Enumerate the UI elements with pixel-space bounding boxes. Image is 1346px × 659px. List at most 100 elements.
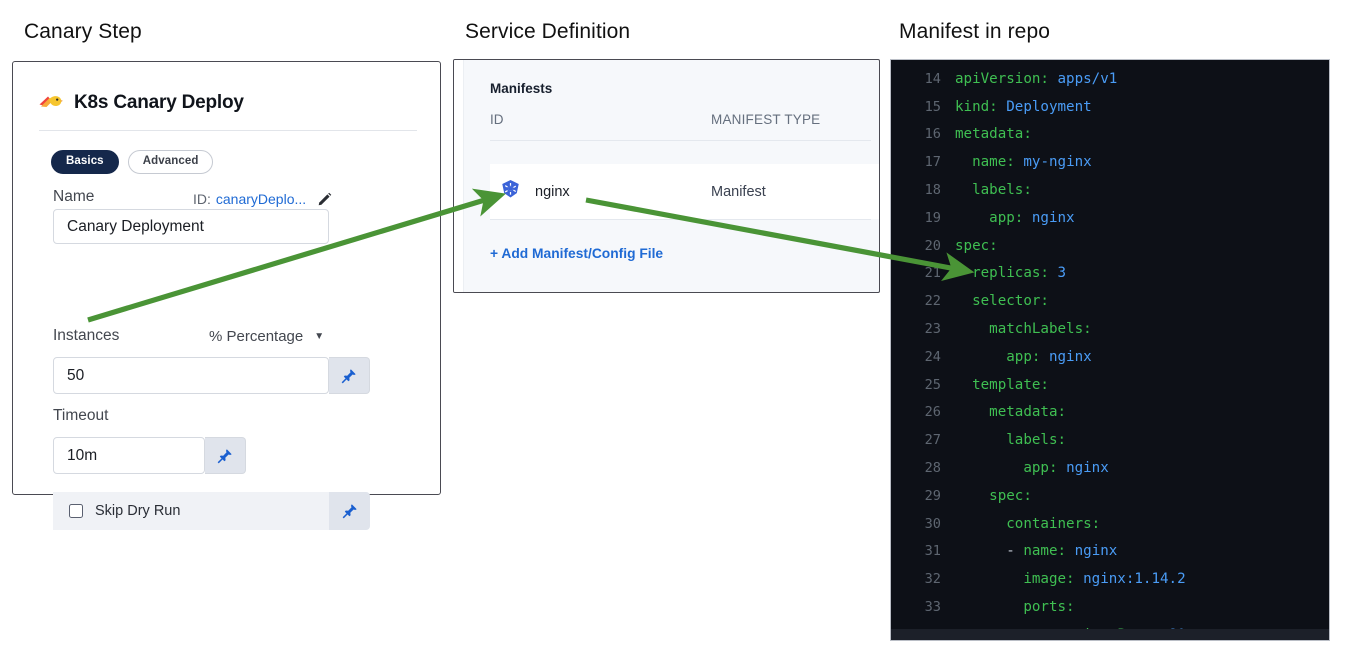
yaml-value: nginx	[1031, 209, 1075, 226]
yaml-key: spec:	[989, 487, 1032, 504]
caption-manifest-in-repo: Manifest in repo	[899, 20, 1051, 43]
name-label: Name	[53, 188, 95, 205]
yaml-key: name:	[972, 154, 1015, 171]
skip-dry-run-pin-button[interactable]	[329, 492, 370, 530]
code-text: spec:	[955, 238, 998, 254]
add-manifest-config-file-link[interactable]: + Add Manifest/Config File	[490, 246, 664, 261]
instances-label-row: Instances	[53, 327, 119, 345]
pin-icon	[217, 448, 232, 463]
caption-canary-step: Canary Step	[24, 20, 142, 43]
instances-input[interactable]: 50	[53, 357, 329, 394]
line-number: 22	[924, 293, 941, 310]
yaml-key: containers:	[1006, 515, 1101, 532]
code-line: 20 spec:	[891, 232, 1329, 260]
kubernetes-icon	[500, 179, 521, 205]
pin-icon	[342, 504, 357, 519]
code-text: template:	[955, 377, 1049, 393]
yaml-key: spec:	[955, 237, 998, 254]
skip-dry-run-checkbox[interactable]	[69, 504, 83, 518]
line-number: 18	[924, 182, 941, 199]
timeout-input[interactable]: 10m	[53, 437, 205, 474]
line-number: 20	[924, 237, 941, 254]
code-line: 33 ports:	[891, 593, 1329, 621]
yaml-key: name:	[1023, 543, 1067, 560]
yaml-key: app:	[989, 209, 1024, 226]
yaml-value: nginx	[1066, 460, 1109, 477]
code-line: 23 matchLabels:	[891, 315, 1329, 343]
yaml-key: ports:	[1023, 599, 1075, 616]
instances-unit-value: % Percentage	[209, 328, 304, 345]
yaml-key: image:	[1023, 571, 1075, 588]
instances-unit-dropdown[interactable]: % Percentage ▼	[209, 328, 324, 345]
code-text: apiVersion: apps/v1	[955, 71, 1117, 87]
code-line: 16 metadata:	[891, 121, 1329, 149]
name-input[interactable]: Canary Deployment	[53, 209, 329, 244]
yaml-key: labels:	[1006, 432, 1067, 449]
line-number: 14	[924, 70, 941, 87]
instances-pin-button[interactable]	[329, 357, 370, 394]
timeout-pin-button[interactable]	[205, 437, 246, 474]
code-line: 18 labels:	[891, 176, 1329, 204]
yaml-key: template:	[972, 376, 1049, 393]
yaml-value: my-nginx	[1023, 154, 1092, 171]
code-text: app: nginx	[955, 348, 1092, 365]
id-prefix-label: ID:	[193, 191, 211, 207]
code-text: containers:	[955, 516, 1100, 532]
name-label-row: Name	[53, 188, 94, 206]
panel-left-strip	[454, 60, 464, 292]
yaml-value: Deployment	[1006, 98, 1092, 115]
code-text: metadata:	[955, 404, 1066, 420]
timeout-label-row: Timeout	[53, 407, 108, 425]
code-text: app: nginx	[955, 209, 1075, 226]
manifest-type-value: Manifest	[711, 183, 766, 200]
yaml-key: apiVersion:	[955, 70, 1049, 87]
caption-service-definition: Service Definition	[465, 20, 631, 43]
code-text: ports:	[955, 599, 1075, 616]
id-value[interactable]: canaryDeplo...	[215, 191, 307, 207]
table-row[interactable]: nginx Manifest	[490, 164, 879, 219]
code-text: labels:	[955, 432, 1066, 448]
code-line: 21 replicas: 3	[891, 260, 1329, 288]
code-text: matchLabels:	[955, 321, 1092, 337]
yaml-value: nginx:1.14.2	[1083, 571, 1186, 588]
code-line: 17 name: my-nginx	[891, 148, 1329, 176]
yaml-key: kind:	[955, 98, 998, 115]
yaml-key: metadata:	[955, 126, 1032, 143]
yaml-key: matchLabels:	[989, 321, 1092, 338]
line-number: 32	[924, 571, 941, 588]
tab-advanced[interactable]: Advanced	[127, 150, 214, 174]
pin-icon	[341, 368, 356, 383]
code-text: image: nginx:1.14.2	[955, 571, 1186, 588]
yaml-key: app:	[1006, 348, 1041, 365]
line-number: 16	[924, 126, 941, 143]
code-line: 27 labels:	[891, 426, 1329, 454]
yaml-key: replicas:	[972, 265, 1049, 282]
skip-dry-run-row[interactable]: Skip Dry Run	[53, 492, 329, 530]
manifests-section-title: Manifests	[490, 81, 553, 96]
column-header-manifest-type: MANIFEST TYPE	[711, 112, 821, 127]
code-text: app: nginx	[955, 460, 1109, 477]
yaml-value: nginx	[1074, 543, 1118, 560]
tab-basics[interactable]: Basics	[51, 150, 119, 174]
code-text: name: my-nginx	[955, 154, 1092, 170]
canary-step-panel: K8s Canary Deploy Basics Advanced Name I…	[12, 61, 441, 530]
horizontal-scrollbar[interactable]	[891, 629, 1329, 640]
manifest-id-value: nginx	[535, 183, 570, 200]
pencil-icon[interactable]	[318, 192, 332, 206]
yaml-value: nginx	[1048, 348, 1092, 365]
line-number: 28	[924, 460, 941, 477]
column-header-id: ID	[490, 112, 504, 127]
line-number: 31	[924, 543, 941, 560]
code-text: kind: Deployment	[955, 99, 1092, 115]
table-header-divider	[490, 140, 871, 141]
step-title: K8s Canary Deploy	[74, 92, 244, 113]
header-divider	[39, 130, 417, 131]
yaml-key: metadata:	[989, 404, 1067, 421]
line-number: 26	[924, 404, 941, 421]
code-text: selector:	[955, 293, 1049, 309]
code-line: 31 - name: nginx	[891, 538, 1329, 566]
code-text: - name: nginx	[1006, 543, 1118, 560]
yaml-value: 3	[1057, 265, 1067, 282]
